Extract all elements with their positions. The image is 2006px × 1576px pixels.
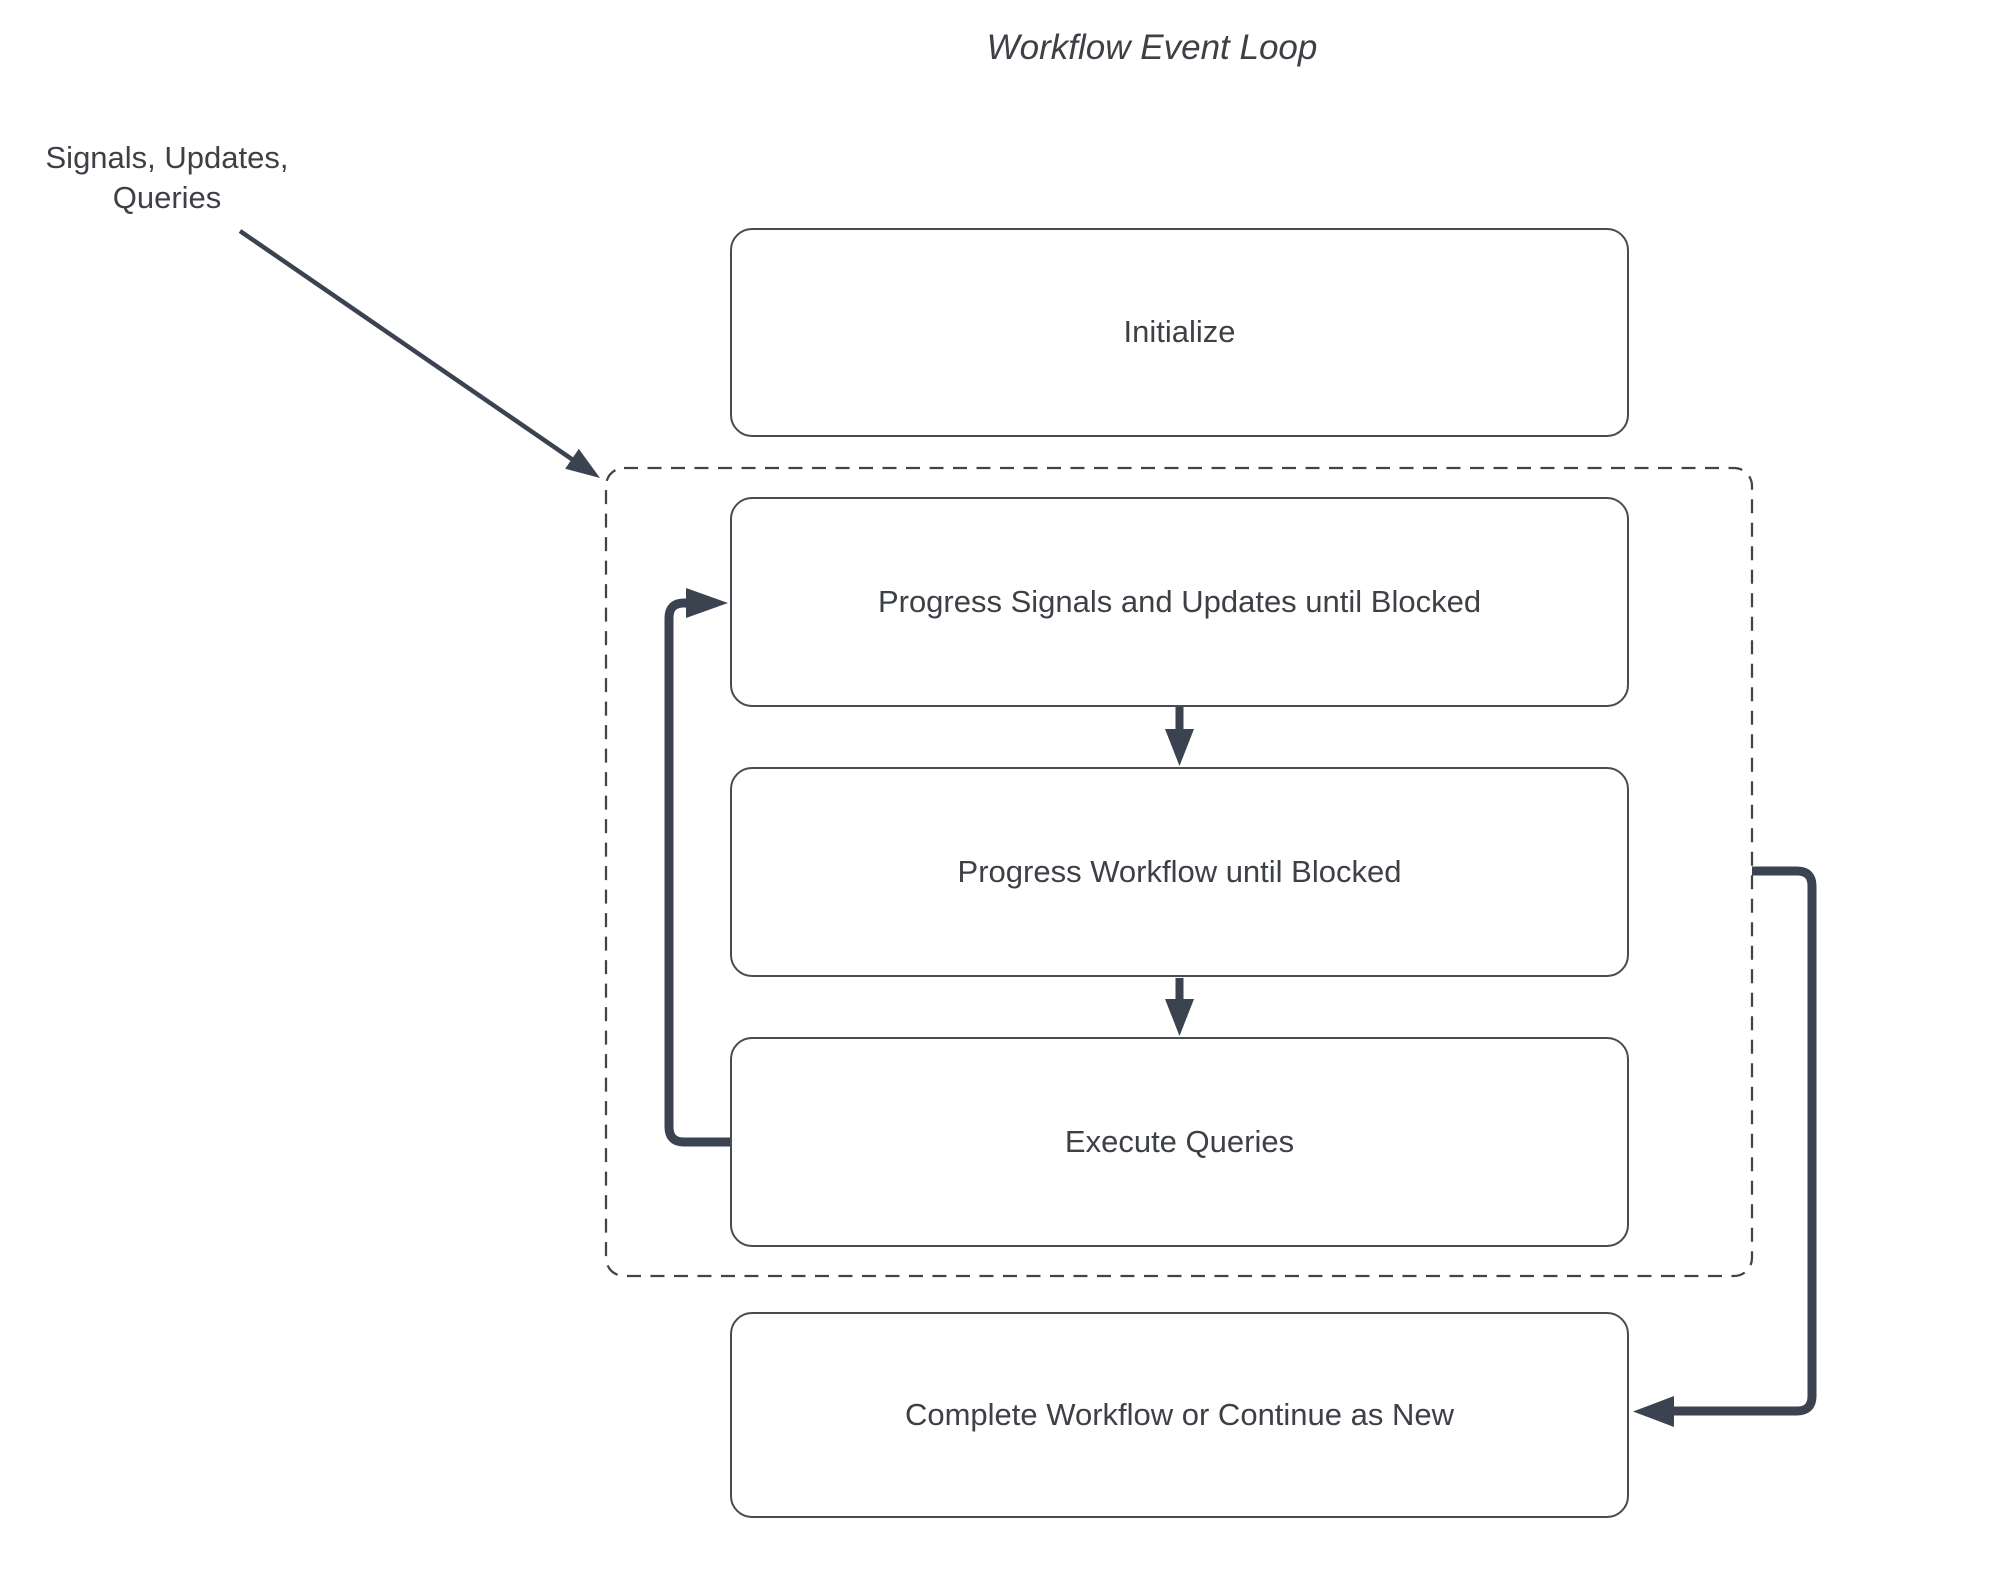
node-progress-workflow: Progress Workflow until Blocked bbox=[730, 767, 1629, 977]
signals-input-arrowhead bbox=[565, 448, 600, 478]
arrow-progress-workflow-to-execute-queries-head bbox=[1165, 999, 1194, 1036]
loop-back-arrow bbox=[664, 598, 730, 1147]
loop-back-arrowhead bbox=[686, 588, 728, 618]
continue-as-new-arrow bbox=[1674, 866, 1817, 1416]
node-execute-queries: Execute Queries bbox=[730, 1037, 1629, 1247]
node-initialize: Initialize bbox=[730, 228, 1629, 437]
node-progress-signals: Progress Signals and Updates until Block… bbox=[730, 497, 1629, 707]
node-label: Initialize bbox=[1123, 314, 1236, 350]
continue-as-new-arrowhead bbox=[1633, 1396, 1674, 1427]
diagram-title: Workflow Event Loop bbox=[986, 28, 1318, 67]
node-label: Progress Workflow until Blocked bbox=[957, 853, 1402, 889]
node-label: Execute Queries bbox=[1064, 1123, 1295, 1159]
node-label: Progress Signals and Updates until Block… bbox=[877, 583, 1482, 619]
signals-updates-queries-label: Signals, Updates, Queries bbox=[45, 140, 289, 215]
node-complete-workflow: Complete Workflow or Continue as New bbox=[730, 1312, 1629, 1518]
node-label: Complete Workflow or Continue as New bbox=[904, 1396, 1455, 1432]
arrow-progress-signals-to-progress-workflow-head bbox=[1165, 729, 1194, 766]
signals-input-arrow bbox=[238, 229, 578, 464]
event-loop-boundary bbox=[604, 466, 1754, 1278]
